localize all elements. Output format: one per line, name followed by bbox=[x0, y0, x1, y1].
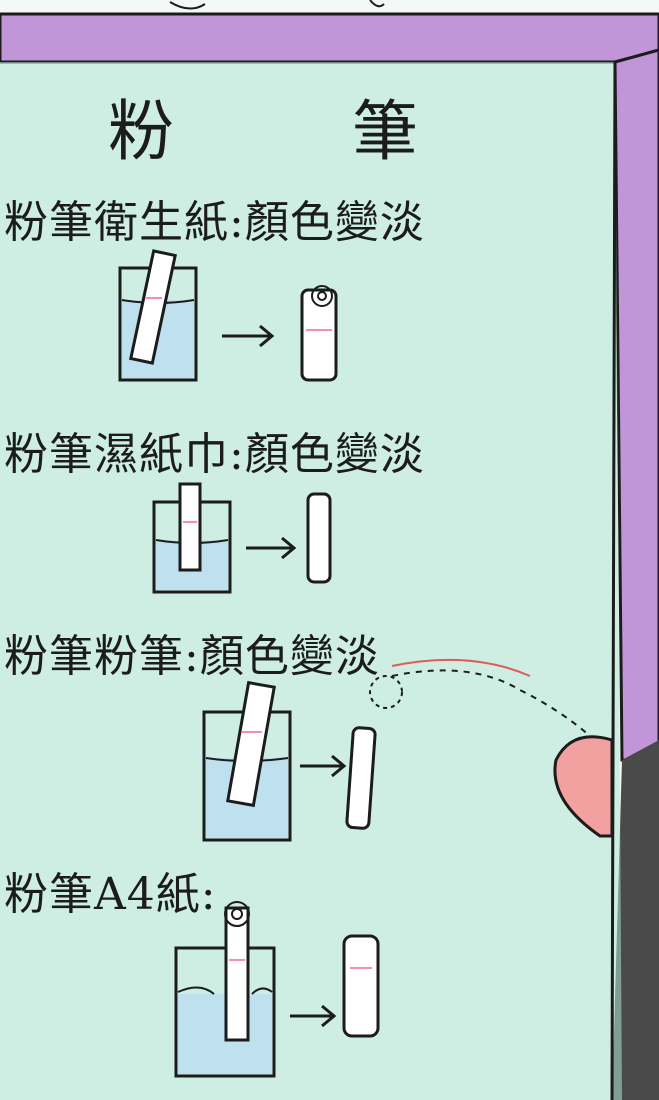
board-frame-right bbox=[613, 48, 659, 762]
experiment-label-1: 粉筆衛生紙:顏色變淡 bbox=[4, 197, 425, 248]
chalk-result-icon bbox=[306, 492, 332, 584]
chalk-icon bbox=[226, 680, 276, 808]
chalk-result-icon bbox=[345, 726, 377, 830]
experiment-1-diagram bbox=[118, 249, 338, 382]
chalk-icon bbox=[129, 249, 177, 365]
chalk-result-icon bbox=[300, 288, 338, 382]
experiment-3-diagram bbox=[202, 658, 614, 842]
board-inner-edge bbox=[610, 61, 617, 1100]
top-ornament bbox=[169, 0, 385, 10]
title-char-bi: 筆 bbox=[352, 93, 419, 170]
arrow-icon bbox=[300, 754, 347, 778]
finger-icon bbox=[553, 735, 614, 838]
arrow-icon bbox=[222, 324, 275, 348]
title-char-fen: 粉 bbox=[108, 93, 175, 170]
dashed-path bbox=[391, 669, 591, 737]
chalk-icon bbox=[178, 482, 202, 572]
board-frame-shadow bbox=[612, 740, 659, 1100]
board-frame-top bbox=[0, 12, 659, 64]
arrow-icon bbox=[246, 536, 297, 560]
arrow-icon bbox=[290, 1004, 337, 1028]
chalk-icon bbox=[224, 906, 250, 1042]
experiment-4-diagram bbox=[174, 901, 380, 1078]
chalk-result-icon bbox=[342, 934, 380, 1038]
experiment-2-diagram bbox=[152, 482, 332, 594]
chalk-dust-circle bbox=[369, 675, 403, 709]
experiment-label-3: 粉筆粉筆:顏色變淡 bbox=[4, 631, 380, 682]
experiment-label-2: 粉筆濕紙巾:顏色變淡 bbox=[4, 429, 425, 480]
experiment-label-4: 粉筆A4紙: bbox=[4, 869, 217, 920]
